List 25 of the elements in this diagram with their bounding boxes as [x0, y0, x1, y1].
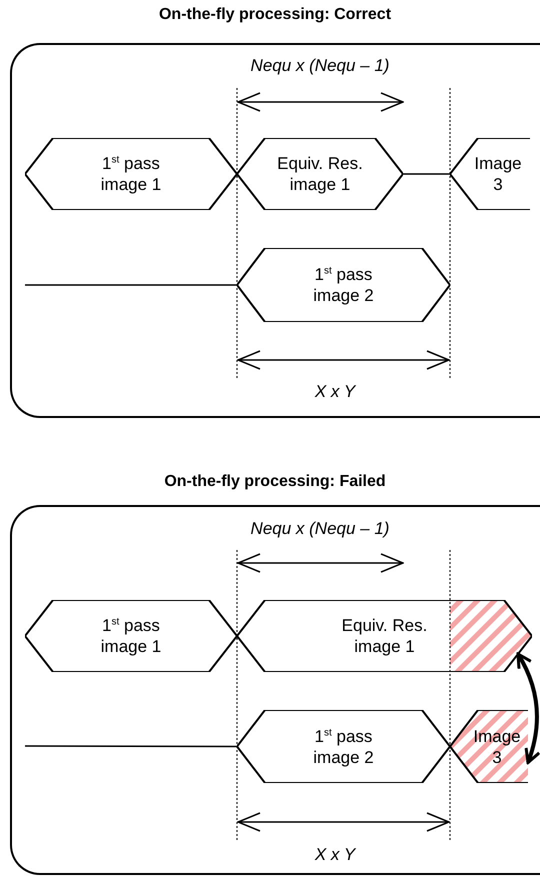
box-label: Equiv. Res. image 1: [276, 153, 364, 195]
connector-line: [403, 173, 450, 175]
box-label: Image 3: [473, 153, 523, 195]
panel-title: On-the-fly processing: Failed: [163, 473, 387, 491]
hexagon-box: [25, 138, 237, 210]
hexagon-box: [450, 710, 528, 783]
hexagon-box: [237, 248, 450, 322]
hexagon-box: [237, 600, 532, 672]
dimension-label: X x Y: [314, 382, 356, 402]
hexagon-box: [237, 710, 450, 783]
hexagon-box: [25, 600, 237, 672]
box-label: 1$^{st}$ pass image 1: [100, 615, 162, 657]
box-label: Image 3: [472, 726, 522, 768]
dimension-label: Nequ x (Nequ – 1): [250, 56, 390, 76]
connector-line: [25, 745, 237, 748]
box-label: 1$^{st}$ pass image 2: [312, 726, 375, 768]
curved-arrow: [516, 652, 540, 764]
connector-line: [25, 284, 237, 286]
box-label: 1$^{st}$ pass image 2: [312, 264, 375, 306]
dimension-label: Nequ x (Nequ – 1): [250, 519, 390, 539]
hexagon-box: [237, 138, 403, 210]
dimension-label: X x Y: [314, 845, 356, 865]
panel-title: On-the-fly processing: Correct: [158, 6, 392, 24]
box-label: Equiv. Res. image 1: [340, 615, 428, 657]
box-label: 1$^{st}$ pass image 1: [100, 153, 162, 195]
